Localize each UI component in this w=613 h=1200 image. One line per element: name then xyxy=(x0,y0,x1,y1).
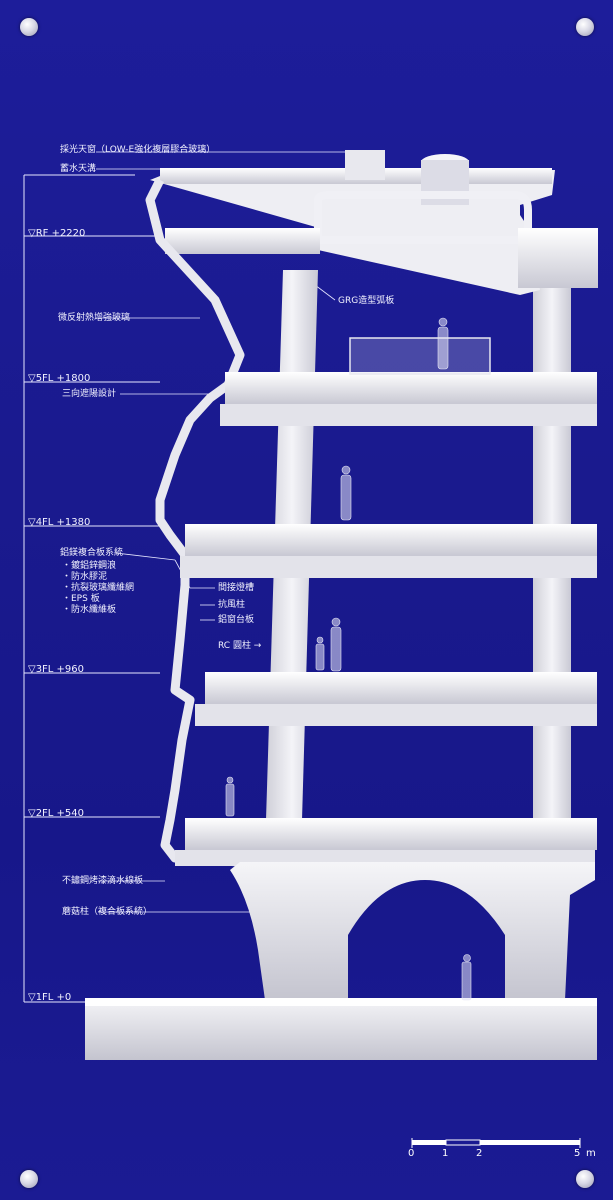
label-aluminum-panel: 鋁窗台板 xyxy=(218,615,255,625)
screw-top-left xyxy=(20,18,38,36)
screw-bottom-right xyxy=(576,1170,594,1188)
label-grg: GRG造型弧板 xyxy=(338,296,395,306)
bullet-2: ・防水膠泥 xyxy=(62,572,108,582)
bullet-4: ・EPS 板 xyxy=(62,594,100,604)
label-rc-column: RC 圓柱 → xyxy=(218,641,262,651)
level-2fl: ▽2FL +540 xyxy=(28,808,85,819)
label-low-e-glass: 微反射熱增強玻璃 xyxy=(58,313,131,323)
label-skylight: 採光天窗（LOW-E強化複層膠合玻璃） xyxy=(60,145,216,155)
label-composite-system: 鋁鎂複合板系統 xyxy=(60,548,124,558)
level-3fl: ▽3FL +960 xyxy=(28,664,85,675)
bullet-1: ・鍍鋁鋅鋼浪 xyxy=(62,561,117,571)
scale-tick-1: 1 xyxy=(442,1148,449,1159)
scale-tick-0: 0 xyxy=(408,1148,415,1159)
label-wind-column: 抗風柱 xyxy=(218,600,246,610)
bullet-3: ・抗裂玻璃纖維網 xyxy=(62,583,135,593)
screw-top-right xyxy=(576,18,594,36)
level-1fl: ▽1FL +0 xyxy=(28,992,72,1003)
screw-bottom-left xyxy=(20,1170,38,1188)
label-bulb-column: 蘑菇柱（複合板系統） xyxy=(62,907,153,917)
label-sun-shade: 三向遮陽設計 xyxy=(62,389,117,399)
bullet-5: ・防水纖維板 xyxy=(62,605,117,615)
label-drip-plate: 不鏽鋼烤漆滴水線板 xyxy=(62,876,144,886)
scale-tick-5: 5 xyxy=(574,1148,581,1159)
level-4fl: ▽4FL +1380 xyxy=(28,517,91,528)
scale-unit: m xyxy=(586,1148,596,1159)
scale-tick-2: 2 xyxy=(476,1148,483,1159)
level-5fl: ▽5FL +1800 xyxy=(28,373,91,384)
level-rf: ▽RF +2220 xyxy=(28,228,86,239)
label-eave: 間接燈槽 xyxy=(218,583,255,593)
label-water-roof: 蓄水天溝 xyxy=(60,164,97,174)
